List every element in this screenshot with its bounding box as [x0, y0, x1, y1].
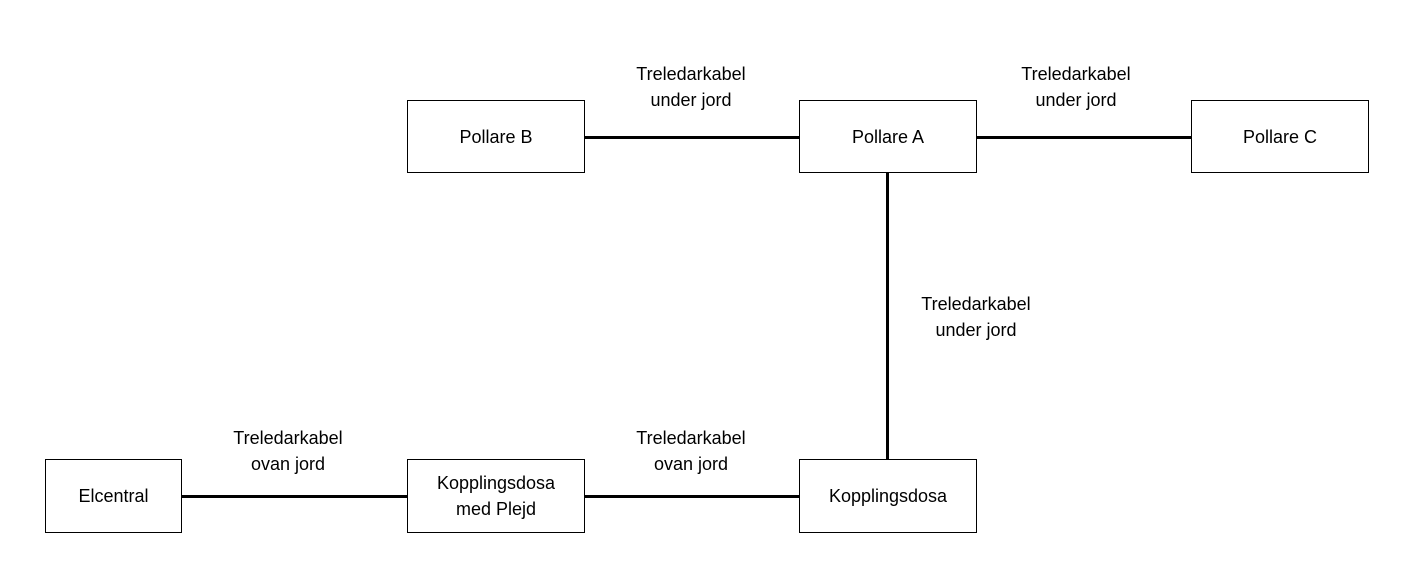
node-pollare-a-label: Pollare A — [851, 126, 925, 147]
cable-label-pollare-a-to-pollare-c: Treledarkabel under jord — [1001, 61, 1151, 113]
cable-label-line1: Treledarkabel — [1021, 64, 1131, 84]
node-kopplingsdosa-med-plejd: Kopplingsdosa med Plejd — [407, 459, 585, 533]
cable-label-line1: Treledarkabel — [233, 428, 343, 448]
node-kopplingsdosa-plejd-label-line1: Kopplingsdosa — [436, 473, 556, 493]
cable-label-elcentral-to-kopplingsdosa-plejd: Treledarkabel ovan jord — [213, 425, 363, 477]
cable-label-line1: Treledarkabel — [636, 428, 746, 448]
cable-label-line1: Treledarkabel — [921, 294, 1031, 314]
cable-elcentral-to-kopplingsdosa-plejd — [181, 495, 407, 498]
cable-label-pollare-a-to-kopplingsdosa: Treledarkabel under jord — [901, 291, 1051, 343]
node-pollare-c-label: Pollare C — [1242, 126, 1318, 147]
node-kopplingsdosa-plejd-label-line2: med Plejd — [455, 499, 537, 519]
node-kopplingsdosa-label: Kopplingsdosa — [828, 486, 948, 506]
node-pollare-b-label: Pollare B — [459, 126, 533, 147]
cable-label-pollare-b-to-pollare-a: Treledarkabel under jord — [616, 61, 766, 113]
cable-label-line2: under jord — [935, 320, 1017, 340]
node-pollare-b: Pollare B — [407, 100, 585, 173]
cable-label-line2: under jord — [1035, 90, 1117, 110]
node-kopplingsdosa: Kopplingsdosa — [799, 459, 977, 533]
cable-label-line2: ovan jord — [250, 454, 326, 474]
cable-label-kopplingsdosa-plejd-to-kopplingsdosa: Treledarkabel ovan jord — [616, 425, 766, 477]
node-pollare-a: Pollare A — [799, 100, 977, 173]
node-pollare-c: Pollare C — [1191, 100, 1369, 173]
cable-label-line2: under jord — [650, 90, 732, 110]
node-elcentral-label: Elcentral — [78, 486, 149, 506]
cable-pollare-a-to-kopplingsdosa — [886, 173, 889, 459]
cable-label-line1: Treledarkabel — [636, 64, 746, 84]
cable-pollare-b-to-pollare-a — [584, 136, 799, 139]
cable-kopplingsdosa-plejd-to-kopplingsdosa — [584, 495, 799, 498]
node-elcentral: Elcentral — [45, 459, 182, 533]
cable-label-line2: ovan jord — [653, 454, 729, 474]
cable-pollare-a-to-pollare-c — [976, 136, 1191, 139]
